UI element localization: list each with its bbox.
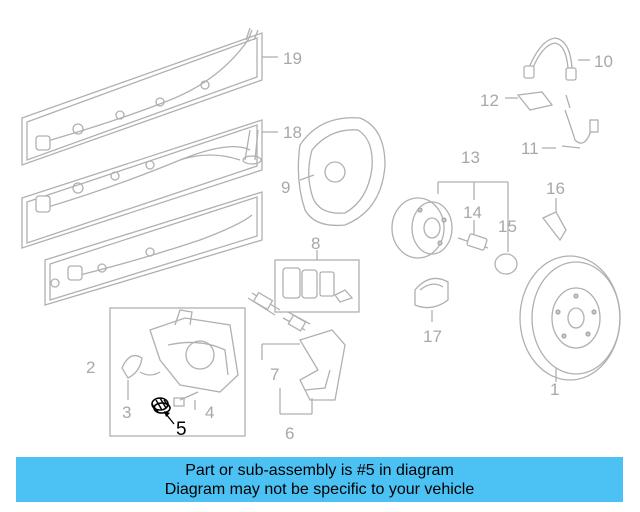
banner-line-1: Part or sub-assembly is #5 in diagram bbox=[185, 461, 454, 479]
brake-line-11 bbox=[542, 109, 599, 149]
brake-hose-10 bbox=[523, 37, 590, 81]
caliper-bracket-group bbox=[247, 291, 346, 415]
label-8: 8 bbox=[311, 234, 320, 253]
label-18: 18 bbox=[283, 123, 302, 142]
label-9: 9 bbox=[281, 178, 290, 197]
sensor-16 bbox=[541, 198, 567, 242]
sensor-panel-lower bbox=[44, 191, 263, 306]
label-10: 10 bbox=[594, 52, 613, 71]
info-banner: Part or sub-assembly is #5 in diagram Di… bbox=[16, 457, 623, 502]
wear-sensor-panel-19 bbox=[21, 27, 278, 166]
dust-cap-17 bbox=[414, 277, 449, 322]
label-14: 14 bbox=[463, 203, 482, 222]
label-3: 3 bbox=[122, 403, 131, 422]
label-5-highlighted: 5 bbox=[176, 419, 187, 440]
label-13: 13 bbox=[461, 148, 480, 167]
label-17: 17 bbox=[423, 327, 442, 346]
label-6: 6 bbox=[285, 424, 294, 443]
label-2: 2 bbox=[86, 358, 95, 377]
hub-assembly bbox=[391, 181, 518, 275]
label-16: 16 bbox=[546, 179, 565, 198]
label-7: 7 bbox=[270, 365, 279, 384]
banner-line-2: Diagram may not be specific to your vehi… bbox=[164, 480, 475, 498]
bracket-12 bbox=[505, 91, 571, 111]
label-12: 12 bbox=[480, 91, 499, 110]
label-19: 19 bbox=[283, 49, 302, 68]
wear-sensor-panel-18 bbox=[21, 119, 278, 249]
label-4: 4 bbox=[205, 403, 214, 422]
brake-rotor-1 bbox=[519, 255, 621, 382]
parts-diagram: 19 18 10 12 11 13 16 14 15 9 8 17 2 7 1 … bbox=[21, 27, 621, 443]
label-11: 11 bbox=[521, 139, 539, 158]
part-5-guide-bushing[interactable] bbox=[151, 397, 171, 414]
backing-plate-9 bbox=[297, 117, 386, 227]
caliper-panel bbox=[109, 307, 246, 437]
label-1: 1 bbox=[550, 380, 559, 399]
label-15: 15 bbox=[498, 217, 517, 236]
pad-kit-panel-8 bbox=[274, 250, 360, 313]
